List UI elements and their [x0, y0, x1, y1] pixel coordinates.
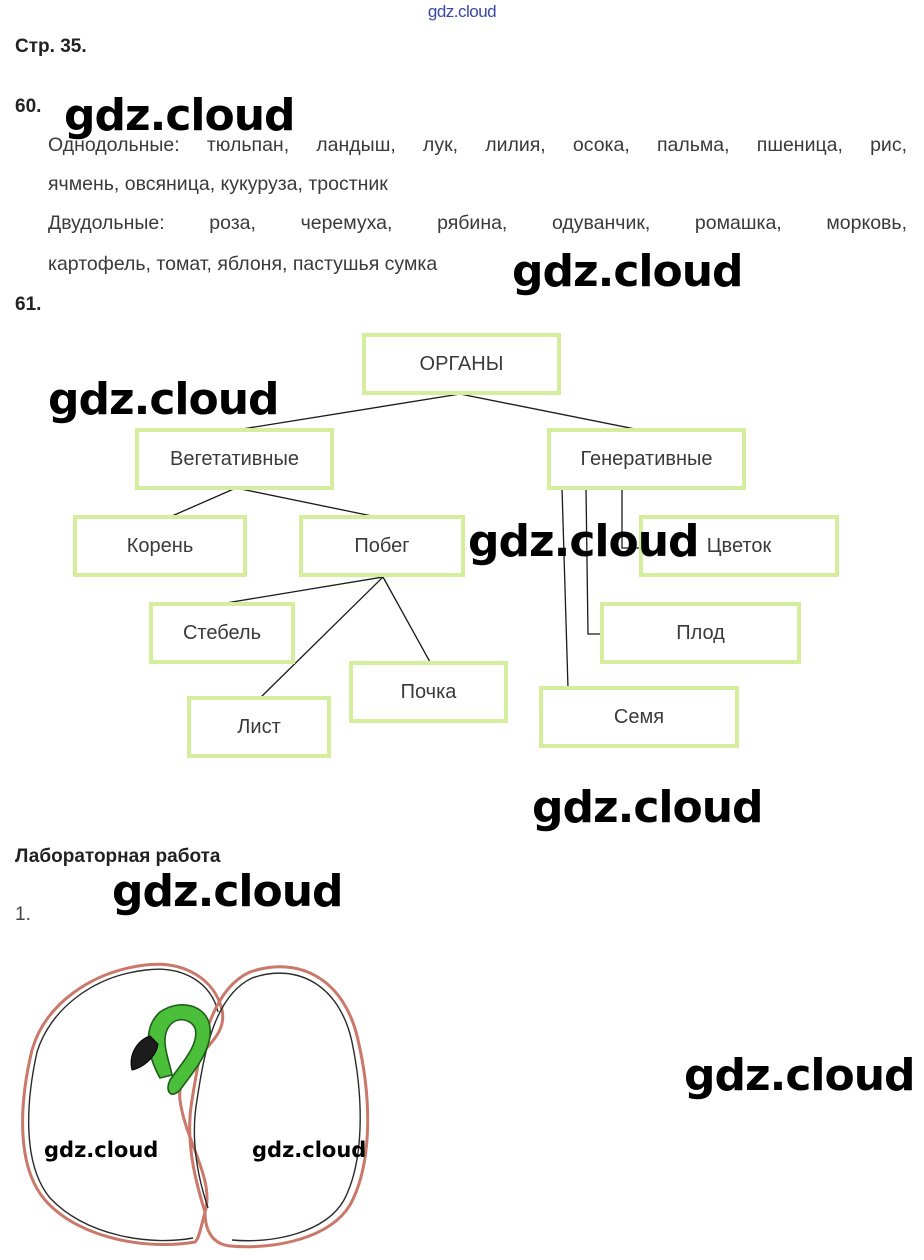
watermark-7: gdz.cloud — [684, 1050, 916, 1101]
connector-vegetative-shoot — [235, 487, 373, 517]
watermark-6: gdz.cloud — [112, 866, 344, 917]
connector-vegetative-root — [171, 487, 237, 517]
connector-generative-fruit — [585, 487, 602, 635]
bean-seed-drawing — [21, 962, 370, 1249]
connector-shoot-leaf — [259, 576, 384, 699]
dicots-line-2: картофель, томат, яблоня, пастушья сумка — [48, 253, 438, 275]
watermark-1: gdz.cloud — [64, 90, 296, 141]
box-fruit-label: Плод — [676, 621, 725, 644]
dicots-line-1: Двудольные: роза, черемуха, рябина, одув… — [48, 212, 907, 234]
box-stem-label: Стебель — [182, 621, 262, 644]
box-root-label: Корень — [126, 534, 194, 557]
box-flower-label: Цветок — [706, 534, 772, 557]
lab-work-title: Лабораторная работа — [15, 846, 221, 867]
task-61-number: 61. — [15, 294, 42, 315]
watermark-seed-left: gdz.cloud — [44, 1138, 159, 1162]
watermark-5: gdz.cloud — [532, 782, 764, 833]
box-leaf: Лист — [187, 696, 331, 758]
watermark-4: gdz.cloud — [468, 516, 700, 567]
box-seed-label: Семя — [613, 705, 665, 728]
box-organs-label: ОРГАНЫ — [419, 352, 504, 375]
sprout-shape — [147, 1004, 211, 1095]
task-60-number: 60. — [15, 96, 42, 117]
box-bud-label: Почка — [400, 680, 457, 703]
lab-item-number: 1. — [15, 904, 31, 925]
watermark-3: gdz.cloud — [48, 374, 280, 425]
connector-organs-vegetative — [235, 393, 461, 431]
box-stem: Стебель — [149, 602, 295, 664]
box-organs: ОРГАНЫ — [362, 333, 561, 395]
box-shoot: Побег — [299, 515, 465, 577]
connector-generative-seed — [561, 487, 569, 689]
box-generative: Генеративные — [547, 428, 746, 490]
right-cotyledon-outline — [188, 965, 370, 1249]
sprout-tip-shape — [130, 1035, 159, 1071]
connector-generative-flower — [621, 488, 640, 549]
box-vegetative: Вегетативные — [135, 428, 334, 490]
monocots-line-2: ячмень, овсяница, кукуруза, тростник — [48, 173, 388, 195]
box-fruit: Плод — [600, 602, 801, 664]
left-cotyledon-outline — [21, 962, 225, 1247]
monocots-line-1: Однодольные: тюльпан, ландыш, лук, лилия… — [48, 134, 907, 156]
box-generative-label: Генеративные — [580, 447, 713, 470]
box-seed: Семя — [539, 686, 739, 748]
box-bud: Почка — [349, 661, 508, 723]
box-shoot-label: Побег — [354, 534, 410, 557]
page-reference: Стр. 35. — [15, 36, 87, 57]
top-watermark: gdz.cloud — [427, 2, 497, 21]
box-vegetative-label: Вегетативные — [170, 447, 299, 470]
connector-organs-generative — [459, 393, 641, 431]
box-flower: Цветок — [639, 515, 839, 577]
connector-shoot-bud — [382, 576, 431, 663]
connector-shoot-stem — [219, 576, 384, 605]
watermark-seed-right: gdz.cloud — [252, 1138, 367, 1162]
watermark-2: gdz.cloud — [512, 246, 744, 297]
box-root: Корень — [73, 515, 247, 577]
box-leaf-label: Лист — [237, 715, 281, 738]
